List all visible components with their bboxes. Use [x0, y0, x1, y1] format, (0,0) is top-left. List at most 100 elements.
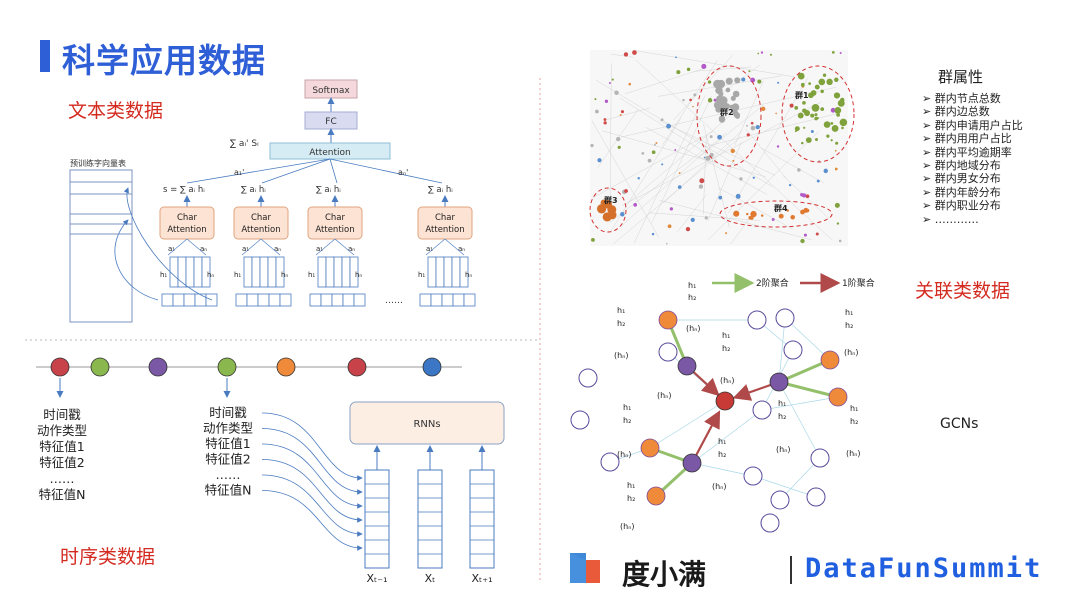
- hidden-state-cell: [193, 256, 203, 288]
- group-attribute-item: ➢ 群内男女分布: [922, 172, 1001, 186]
- input-x-label: Xₜ₋₁: [367, 572, 388, 585]
- network-dot: [836, 222, 840, 225]
- graph-node-1hop: [677, 356, 697, 376]
- cluster-1-dot: [814, 116, 818, 121]
- node-feature-hn: (hₙ): [620, 522, 635, 531]
- graph-node-hollow: [600, 452, 620, 472]
- cluster-1-dot: [808, 82, 812, 86]
- hidden-state-cell: [275, 256, 285, 288]
- network-dot: [771, 217, 775, 221]
- network-dot: [705, 155, 711, 161]
- group-network-image: 群1 群2 群3 群4: [589, 49, 855, 246]
- network-dot: [709, 152, 714, 157]
- char-attention-label: Char: [251, 213, 272, 223]
- a1-label: a₁: [316, 245, 323, 253]
- right-feature-item: ……: [216, 467, 241, 482]
- bullet-icon: ➢: [922, 92, 935, 105]
- graph-node-2hop: [828, 387, 848, 407]
- network-dot: [776, 145, 780, 148]
- network-dot: [677, 185, 682, 189]
- hn-label: hₙ: [465, 271, 472, 279]
- network-dot: [707, 80, 712, 84]
- network-dot: [669, 207, 673, 211]
- network-dot: [633, 202, 638, 207]
- timeline-node: [422, 357, 442, 377]
- network-dot: [755, 125, 760, 130]
- group-attribute-item: ➢ 群内节点总数: [922, 92, 1001, 105]
- network-dot: [775, 112, 777, 115]
- page-title: 科学应用数据: [62, 41, 266, 80]
- embedding-cell: [268, 293, 281, 307]
- cluster-2-dot: [715, 106, 722, 113]
- node-feature-h1: h₁: [845, 308, 853, 317]
- network-dot: [810, 130, 814, 134]
- group-attribute-item: ➢ 群内申请用户占比: [922, 118, 1023, 132]
- char-attention-label: Attention: [241, 225, 280, 235]
- sum-h-2: ∑ aᵢ hᵢ: [241, 185, 266, 195]
- network-dot: [641, 151, 645, 155]
- network-dot: [628, 82, 632, 86]
- an-label: aₙ: [348, 245, 355, 253]
- cluster-1-dot: [826, 78, 833, 86]
- group-attribute-item: ➢ 群内平均逾期率: [922, 145, 1012, 159]
- group-attributes-list: ➢ 群内节点总数➢ 群内边总数➢ 群内申请用户占比➢ 群内用用户占比➢ 群内平均…: [922, 92, 1023, 226]
- hn-label: hₙ: [207, 271, 214, 279]
- network-dot: [717, 134, 722, 140]
- gcn-diagram: h₁ h₂ 2阶聚合 1阶聚合 h₁h₂h₁h₂h₁h₂h₁h₂h₁h₂h₁h₂…: [570, 273, 875, 533]
- network-dot: [616, 136, 621, 142]
- network-dot: [604, 99, 609, 103]
- a1-label: a₁: [242, 245, 249, 253]
- left-feature-item: 特征值2: [39, 455, 84, 470]
- cluster-1-dot: [794, 106, 799, 110]
- cluster-4-dot: [746, 212, 749, 216]
- hidden-state-cell: [451, 256, 461, 288]
- bullet-icon: ➢: [922, 132, 935, 146]
- network-dot: [713, 98, 717, 102]
- a1-prime-label: a₁': [234, 168, 244, 177]
- embedding-cell: [441, 293, 454, 307]
- input-column: Xₜ₊₁: [469, 445, 495, 585]
- left-feature-item: 特征值N: [39, 487, 86, 502]
- input-columns: Xₜ₋₁ Xₜ Xₜ₊₁: [364, 445, 495, 585]
- graph-node-hollow: [578, 368, 598, 388]
- rnn-label: RNNs: [413, 419, 440, 430]
- network-dot: [637, 177, 640, 180]
- network-dot: [769, 53, 772, 56]
- timeline-node: [276, 357, 296, 377]
- input-x-label: Xₜ: [425, 572, 436, 585]
- node-feature-h1: h₁: [718, 437, 726, 446]
- embedding-cell: [430, 293, 443, 307]
- network-dot: [651, 150, 656, 155]
- network-dot: [739, 177, 743, 181]
- network-dot: [661, 163, 664, 166]
- legend-1st-order: 1阶聚合: [842, 277, 875, 289]
- hidden-state-cell: [325, 256, 335, 288]
- network-dot: [839, 52, 842, 54]
- embedding-cell: [452, 293, 465, 307]
- cluster-1-dot: [822, 73, 827, 77]
- network-dot: [718, 195, 723, 200]
- embedding-cell: [172, 293, 185, 307]
- group-attribute-item: ➢ 群内年龄分布: [922, 185, 1001, 199]
- cluster-2-ring: [696, 65, 762, 167]
- embedding-cell: [353, 293, 366, 307]
- hidden-state-cell: [317, 256, 327, 288]
- cluster-label-1: 群1: [794, 90, 809, 100]
- embedding-cell: [246, 293, 259, 307]
- cluster-1-dot: [841, 126, 844, 130]
- network-dot: [709, 135, 713, 139]
- cluster-label-3: 群3: [603, 195, 618, 205]
- node-feature-h2: h₂: [617, 319, 625, 328]
- group-attribute-item: ➢ 群内边总数: [922, 105, 990, 119]
- hn-label: hₙ: [355, 271, 362, 279]
- network-dot: [760, 51, 764, 54]
- cluster-1-dot: [823, 121, 831, 128]
- network-dot: [815, 232, 819, 236]
- cluster-4-dot: [786, 209, 789, 212]
- node-feature-h2: h₂: [850, 417, 858, 426]
- node-feature-h2: h₂: [627, 494, 635, 503]
- graph-node-2hop: [640, 438, 660, 458]
- left-feature-item: 时间戳: [43, 407, 81, 422]
